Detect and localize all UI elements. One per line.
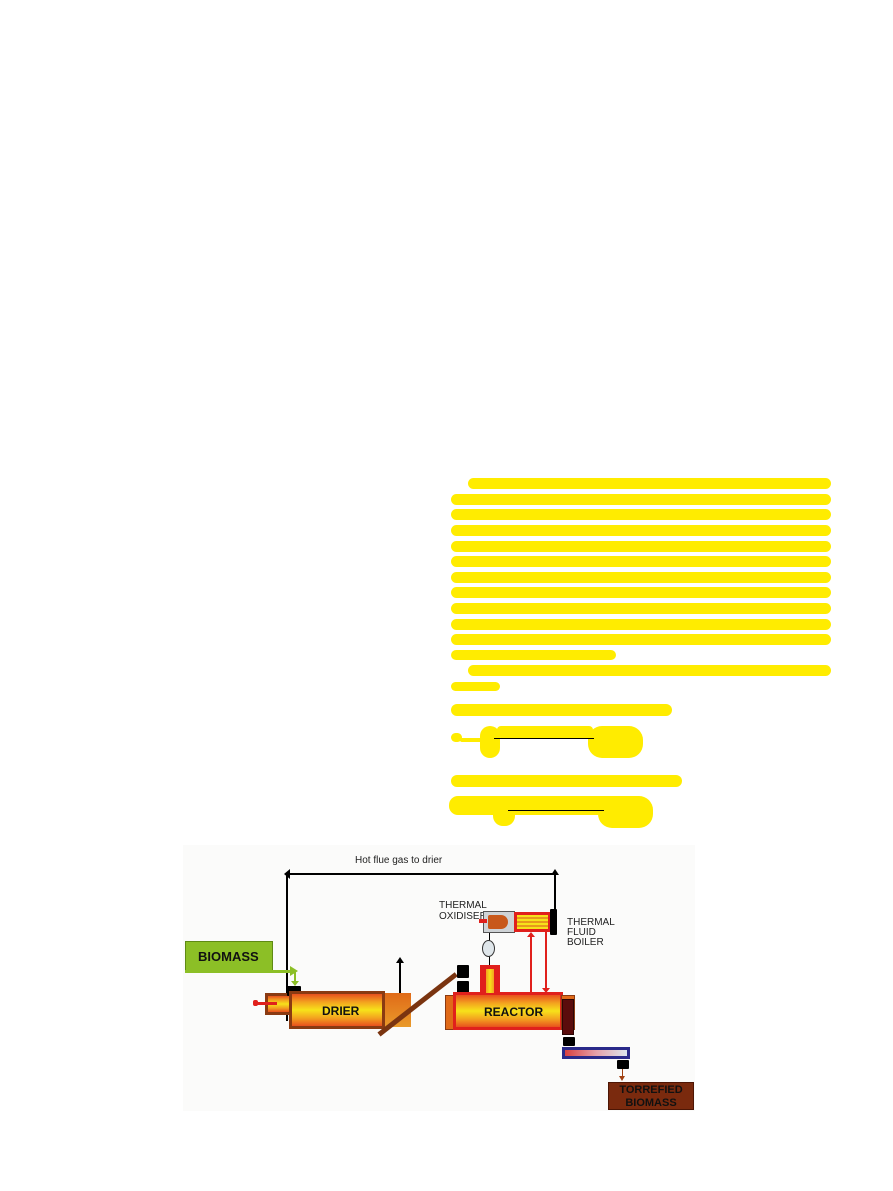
thermal-fluid-boiler [514, 912, 551, 932]
arrow-up-icon [551, 869, 559, 875]
torrefied-label-2: BIOMASS [625, 1097, 677, 1109]
reactor-label: REACTOR [484, 1005, 544, 1019]
redacted-line [451, 603, 831, 614]
redaction-blob [460, 738, 482, 742]
boiler-label-3: BOILER [567, 937, 604, 948]
oxidiser-flame [488, 915, 508, 929]
boiler-label-2: FLUID [567, 927, 596, 938]
biomass-feed-line [185, 970, 293, 973]
thermal-oxidiser [483, 911, 515, 933]
cooler-gradient [565, 1050, 627, 1056]
flue-gas-line [286, 873, 556, 875]
biomass-input-box: BIOMASS [185, 941, 273, 971]
torrefied-label-1: TORREFIED [619, 1084, 683, 1096]
redacted-line [468, 665, 831, 676]
thermal-fluid-supply [545, 932, 547, 990]
hot-gas-inlet [255, 1002, 277, 1005]
redaction-blob [493, 800, 515, 826]
reactor-outlet-chute [562, 999, 574, 1035]
cooler-outlet-valve [617, 1060, 629, 1069]
torrefaction-process-diagram: Hot flue gas to drier BIOMASS DRIER REAC… [183, 845, 695, 1111]
redacted-line [451, 634, 831, 645]
fan-icon [482, 940, 495, 957]
arrow-right-icon [290, 966, 298, 976]
redaction-blob [451, 775, 682, 787]
redacted-line [451, 494, 831, 505]
arrow-down-icon [619, 1076, 625, 1081]
redaction-blob [497, 726, 593, 738]
redaction-blob [588, 726, 643, 758]
air-inlet [479, 919, 487, 923]
redaction-blob [451, 733, 462, 742]
thermal-oxidiser-label-2: OXIDISER [439, 911, 487, 922]
redaction-blob [480, 726, 500, 758]
reactor-feed-valve-top [457, 965, 469, 978]
product-cooler [562, 1047, 630, 1059]
redacted-line [451, 682, 500, 691]
redacted-line [451, 704, 672, 716]
arrow-down-icon [291, 981, 299, 986]
redacted-line [451, 509, 831, 520]
arrow-up-icon [396, 957, 404, 963]
redacted-line [451, 619, 831, 630]
reactor-stack-core [486, 969, 494, 993]
redacted-line [451, 572, 831, 583]
reactor: REACTOR [453, 992, 563, 1030]
redaction-blob [598, 796, 653, 828]
flue-gas-line-left [286, 873, 288, 1021]
flue-gas-line-right [554, 873, 556, 913]
redacted-line [451, 541, 831, 552]
redacted-line [451, 587, 831, 598]
redacted-line [468, 478, 831, 489]
boiler-tubes [517, 915, 548, 929]
redacted-line [451, 525, 831, 536]
product-drop-line [622, 1069, 623, 1077]
hot-gas-inlet-tip [253, 1000, 258, 1006]
flue-gas-label: Hot flue gas to drier [355, 855, 443, 866]
redaction-blob [449, 796, 619, 815]
fraction-bar [508, 810, 604, 811]
drier-label: DRIER [322, 1004, 360, 1018]
reactor-feed-valve-bottom [457, 981, 469, 993]
biomass-drop-line [294, 972, 296, 982]
cooler-inlet-valve [563, 1037, 575, 1046]
arrow-down-icon [542, 988, 550, 993]
arrow-up-icon [527, 932, 535, 937]
boiler-label-1: THERMAL [567, 917, 615, 928]
biomass-label: BIOMASS [198, 948, 259, 964]
arrow-left-icon [284, 869, 290, 879]
thermal-oxidiser-label-1: THERMAL [439, 900, 487, 911]
redacted-line [451, 650, 616, 660]
redacted-line [451, 556, 831, 567]
drier-exhaust [399, 962, 401, 993]
thermal-fluid-return [530, 935, 532, 993]
fraction-bar [494, 738, 594, 739]
reactor-stack [480, 965, 500, 993]
torrefied-biomass-box: TORREFIED BIOMASS [608, 1082, 694, 1110]
boiler-stack [550, 909, 557, 935]
drier: DRIER [289, 991, 385, 1029]
